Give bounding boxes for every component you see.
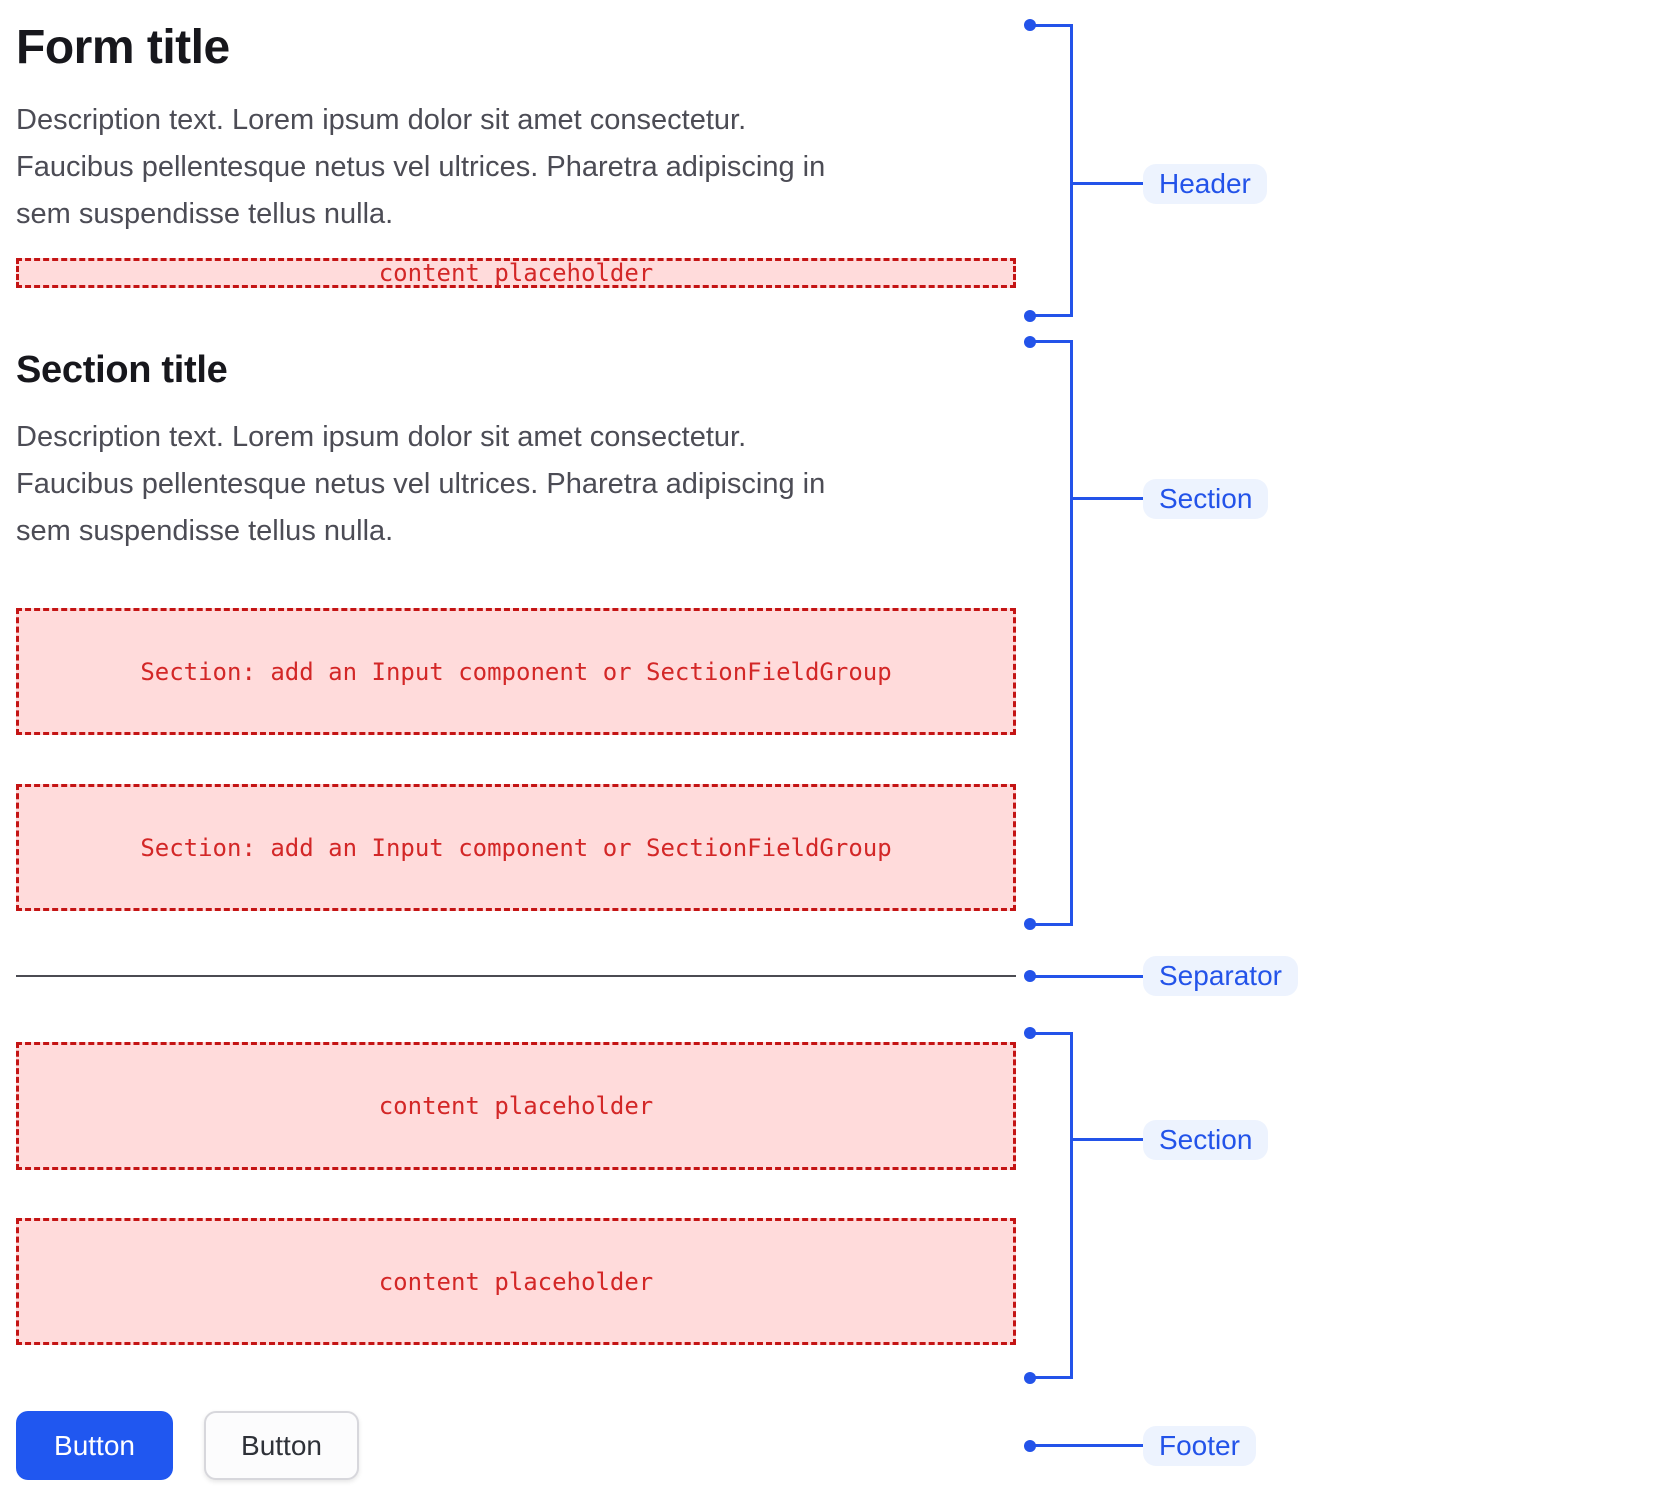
section1-anchor-dot-top [1024, 336, 1036, 348]
annotation-label-section1: Section [1143, 479, 1269, 519]
section-input-placeholder-1: Section: add an Input component or Secti… [16, 608, 1016, 735]
section2-anchor-dot-top [1024, 1027, 1036, 1039]
footer-anchor-dot [1024, 1440, 1036, 1452]
footer-label-connector [1030, 1444, 1143, 1447]
annotation-label-section2: Section [1143, 1120, 1269, 1160]
section1-anchor-dot-bottom [1024, 918, 1036, 930]
section-description: Description text. Lorem ipsum dolor sit … [16, 414, 825, 555]
header-bracket-spine [1070, 24, 1073, 317]
annotation-label-separator: Separator [1143, 956, 1298, 996]
section1-label-connector [1070, 497, 1143, 500]
header-anchor-dot-top [1024, 19, 1036, 31]
section2-anchor-dot-bottom [1024, 1372, 1036, 1384]
section-title: Section title [16, 349, 228, 391]
description-line: Faucibus pellentesque netus vel ultrices… [16, 468, 826, 500]
annotation-label-footer: Footer [1143, 1426, 1256, 1466]
description-line: Description text. Lorem ipsum dolor sit … [16, 421, 747, 453]
section-input-placeholder-2: Section: add an Input component or Secti… [16, 784, 1016, 911]
section2-bracket-stub-top [1030, 1032, 1073, 1035]
form-description: Description text. Lorem ipsum dolor sit … [16, 97, 825, 238]
description-line: Faucibus pellentesque netus vel ultrices… [16, 151, 826, 183]
header-label-connector [1070, 182, 1143, 185]
header-anchor-dot-bottom [1024, 310, 1036, 322]
section2-bracket-spine [1070, 1032, 1073, 1379]
annotation-label-header: Header [1143, 164, 1267, 204]
header-bracket-stub-bottom [1030, 314, 1073, 317]
section2-label-connector [1070, 1138, 1143, 1141]
primary-button[interactable]: Button [16, 1411, 173, 1480]
description-line: Description text. Lorem ipsum dolor sit … [16, 104, 747, 136]
form-title: Form title [16, 21, 230, 74]
secondary-button[interactable]: Button [204, 1411, 359, 1480]
separator-anchor-dot [1024, 970, 1036, 982]
section1-bracket-stub-bottom [1030, 923, 1073, 926]
section1-bracket-spine [1070, 340, 1073, 926]
description-line: sem suspendisse tellus nulla. [16, 198, 394, 230]
section2-content-placeholder-1: content placeholder [16, 1042, 1016, 1170]
separator-line [16, 975, 1016, 977]
section2-bracket-stub-bottom [1030, 1376, 1073, 1379]
separator-label-connector [1030, 975, 1143, 978]
section1-bracket-stub-top [1030, 340, 1073, 343]
header-content-placeholder: content placeholder [16, 258, 1016, 288]
section2-content-placeholder-2: content placeholder [16, 1218, 1016, 1345]
header-bracket-stub-top [1030, 24, 1073, 27]
description-line: sem suspendisse tellus nulla. [16, 515, 394, 547]
